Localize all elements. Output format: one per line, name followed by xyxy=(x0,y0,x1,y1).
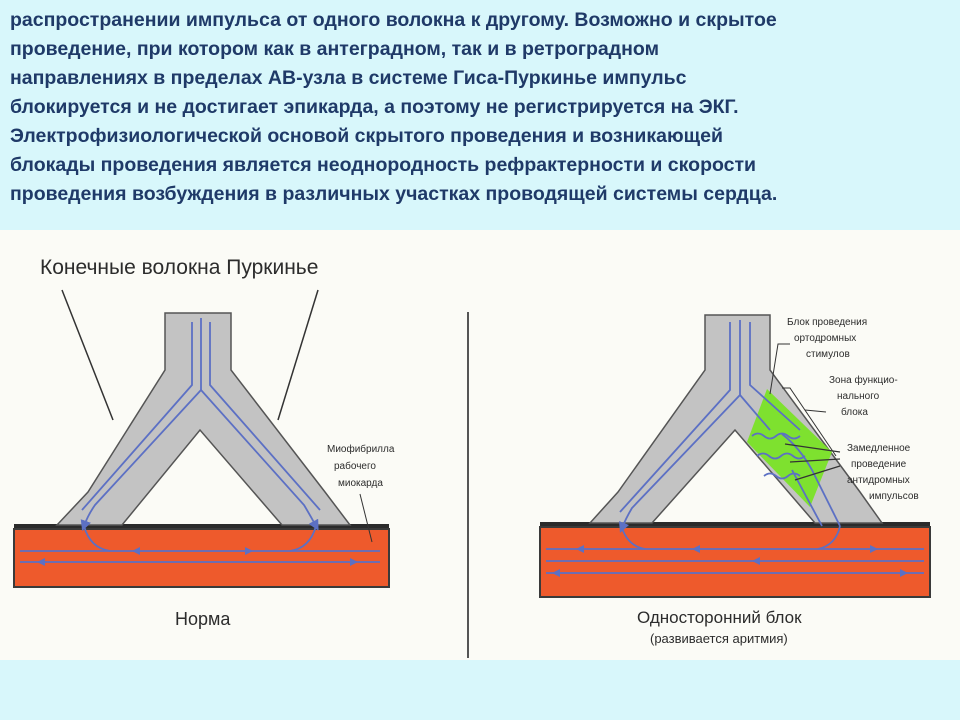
pointer-line xyxy=(782,387,837,457)
conduction-path xyxy=(618,320,741,534)
myocardium-top-line xyxy=(14,524,389,529)
block-label: стимулов xyxy=(806,349,850,360)
pointer-line xyxy=(794,465,841,481)
slowed-label: проведение xyxy=(851,459,907,470)
conduction-path xyxy=(81,322,193,511)
right-caption: Односторонний блок xyxy=(637,608,802,627)
direction-arrow xyxy=(752,557,760,565)
conduction-path xyxy=(200,389,319,531)
slow-path xyxy=(751,432,801,440)
block-label: ортодромных xyxy=(794,333,856,344)
text-line: блокады проведения является неоднороднос… xyxy=(10,154,757,176)
myocardium-band xyxy=(13,528,390,588)
direction-arrow xyxy=(552,569,560,577)
slow-path xyxy=(763,472,801,480)
pointer-line xyxy=(804,409,827,413)
purkinje-fiber xyxy=(588,314,884,524)
zone-label: нального xyxy=(837,391,880,402)
purkinje-diagram: Конечные волокна Пуркинье Миофибрилла ра… xyxy=(0,230,960,660)
block-zone xyxy=(747,389,832,507)
conduction-path xyxy=(781,433,841,527)
diagram-title: Конечные волокна Пуркинье xyxy=(40,256,318,279)
pointer-line xyxy=(61,289,114,421)
left-panel: Миофибрилла рабочего миокарда Норма xyxy=(13,312,395,629)
text-line: Электрофизиологической основой скрытого … xyxy=(10,125,723,147)
pointer-line xyxy=(359,493,373,543)
direction-arrow xyxy=(350,558,358,566)
conduction-path xyxy=(739,394,771,431)
myofibril-label: Миофибрилла xyxy=(327,443,395,455)
slide-text: распространении импульса от одного волок… xyxy=(10,6,950,209)
direction-arrow xyxy=(245,547,253,555)
conduction-path xyxy=(80,318,202,532)
text-line: проведения возбуждения в различных участ… xyxy=(10,183,778,205)
direction-arrow xyxy=(692,545,700,553)
myocardium-top-line xyxy=(540,522,930,527)
myofibril-label: рабочего xyxy=(334,460,376,472)
slowed-label: антидромных xyxy=(847,475,910,486)
text-line: распространении импульса от одного волок… xyxy=(10,9,777,31)
direction-arrow xyxy=(900,569,908,577)
left-caption: Норма xyxy=(175,609,231,629)
purkinje-fiber xyxy=(55,312,352,526)
right-panel: Блок проведения ортодромных стимулов Зон… xyxy=(539,314,931,646)
myocardium-band xyxy=(539,526,931,598)
direction-arrow xyxy=(132,547,140,555)
text-line: направлениях в пределах АВ-узла в систем… xyxy=(10,67,687,89)
myocardium-path xyxy=(817,525,841,550)
text-line: блокируется и не достигает эпикарда, а п… xyxy=(10,96,739,118)
pointer-line xyxy=(784,443,841,453)
text-line: проведение, при котором как в антеградно… xyxy=(10,38,660,60)
myocardium-path xyxy=(621,527,646,550)
myofibril-label: миокарда xyxy=(338,478,383,489)
pointer-line xyxy=(789,458,841,463)
slowed-label: импульсов xyxy=(869,491,919,502)
zone-label: Зона функцио- xyxy=(829,374,898,386)
right-subcaption: (развивается аритмия) xyxy=(650,631,788,646)
direction-arrow xyxy=(870,545,878,553)
myocardium-path xyxy=(83,525,111,552)
slowed-label: Замедленное xyxy=(847,443,911,454)
myocardium-path xyxy=(289,525,317,552)
block-label: Блок проведения xyxy=(787,317,867,328)
conduction-path xyxy=(749,322,801,431)
slow-path xyxy=(756,452,806,460)
pointer-line xyxy=(277,289,319,421)
zone-label: блока xyxy=(841,406,868,418)
direction-arrow xyxy=(576,545,584,553)
conduction-path xyxy=(209,322,321,511)
direction-arrow xyxy=(37,558,45,566)
pointer-line xyxy=(769,343,790,395)
conduction-path xyxy=(619,322,731,513)
